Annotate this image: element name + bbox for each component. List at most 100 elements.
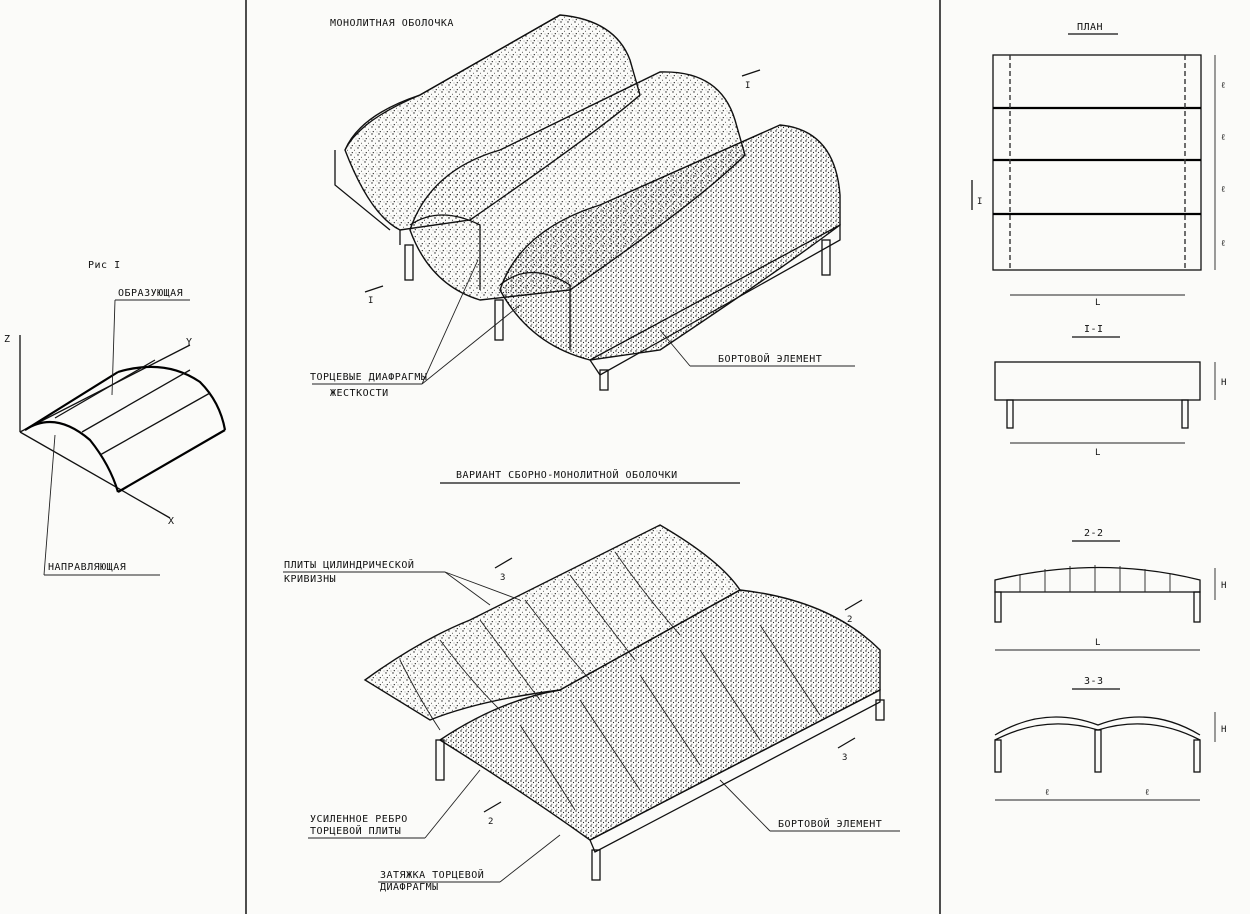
section-1-shell	[994, 361, 1201, 401]
rib-label-2: ТОРЦЕВОЙ ПЛИТЫ	[310, 824, 401, 837]
generatrix-leader	[111, 299, 116, 396]
plan-section-mark-label: I	[977, 197, 982, 207]
generatrix-label: ОБРАЗУЮЩАЯ	[118, 288, 183, 299]
fig1-cylinder-diagram: Рис I Z Y X ОБРАЗУЮЩАЯ НАПРАВЛЯЮЩАЯ	[4, 260, 227, 576]
end-diaphragm-3	[499, 272, 571, 350]
section-mark-3-top-label: 3	[500, 573, 505, 583]
z-axis-label: Z	[4, 334, 11, 345]
precast-edge-leader	[719, 779, 771, 832]
monolithic-shell-drawing: МОНОЛИТНАЯ ОБОЛОЧКА I I ТОРЦЕВЫЕ ДИАФРАГ…	[310, 14, 855, 399]
precast-column-3	[875, 699, 885, 721]
section-mark-2-top	[844, 599, 863, 611]
column-4	[821, 239, 831, 276]
precast-edge-label: БОРТОВОЙ ЭЛЕМЕНТ	[778, 817, 882, 830]
slab-joint-8	[579, 699, 641, 791]
tie-label-2: ДИАФРАГМЫ	[380, 882, 439, 893]
precast-edge-beam	[589, 688, 881, 853]
end-diaphragm-2	[409, 214, 481, 290]
edge-element-leader	[659, 329, 691, 367]
column-2	[494, 299, 504, 341]
surface-edge-left	[24, 371, 119, 431]
edge-element-label: БОРТОВОЙ ЭЛЕМЕНТ	[718, 352, 822, 365]
monolithic-title: МОНОЛИТНАЯ ОБОЛОЧКА	[330, 18, 454, 29]
plan-title: ПЛАН	[1077, 22, 1103, 33]
slabs-label-2: КРИВИЗНЫ	[284, 574, 336, 585]
section-3-column-left	[994, 739, 1002, 773]
precast-title: ВАРИАНТ СБОРНО-МОНОЛИТНОЙ ОБОЛОЧКИ	[456, 468, 678, 481]
section-3-3: 3-3 ℓ ℓ H	[994, 676, 1226, 801]
section-mark-2-bottom-label: 2	[488, 817, 493, 827]
slab-joint-9	[639, 674, 701, 766]
slab-joint-1	[399, 659, 441, 731]
diaphragm-leader-2	[421, 259, 479, 385]
slab-joint-10	[699, 649, 761, 741]
precast-column-2	[591, 849, 601, 881]
column-1	[404, 244, 414, 281]
fig1-caption: Рис I	[88, 260, 121, 271]
section-2-height-label: H	[1221, 581, 1226, 591]
barrel-3	[499, 124, 841, 361]
section-1-span-label: L	[1095, 448, 1100, 458]
slab-joint-11	[759, 624, 821, 716]
plan-view: ПЛАН ℓ ℓ ℓ ℓ L I	[971, 22, 1225, 308]
directrix-far-arc	[117, 365, 227, 431]
section-2-title: 2-2	[1084, 528, 1104, 539]
section-1-height-label: H	[1221, 378, 1226, 388]
section-mark-top	[741, 69, 761, 77]
generatrix-line-1	[54, 359, 156, 419]
section-mark-3-top	[494, 557, 513, 569]
x-axis-label: X	[168, 516, 175, 527]
section-mark-bottom-label: I	[368, 296, 373, 306]
section-mark-2-top-label: 2	[847, 615, 852, 625]
plan-bay-label-1: ℓ	[1221, 81, 1225, 91]
section-mark-2-bottom	[483, 801, 502, 813]
precast-barrel-back	[363, 524, 742, 721]
column-3	[599, 369, 609, 391]
y-axis-label: Y	[186, 337, 193, 348]
plan-bay-label-4: ℓ	[1221, 239, 1225, 249]
tie-label-1: ЗАТЯЖКА ТОРЦЕВОЙ	[380, 868, 484, 881]
section-mark-3-bottom-label: 3	[842, 753, 847, 763]
section-1-column-left	[1006, 399, 1014, 429]
section-2-column-left	[994, 591, 1002, 623]
section-1-column-right	[1181, 399, 1189, 429]
section-1-1: I-I L H	[994, 324, 1226, 458]
x-axis	[19, 431, 171, 519]
plan-bay-label-2: ℓ	[1221, 133, 1225, 143]
slabs-leader-2	[444, 571, 491, 606]
generatrix-line-3	[99, 392, 211, 456]
rib-label-1: УСИЛЕННОЕ РЕБРО	[310, 814, 408, 825]
rib-leader	[424, 769, 481, 839]
barrel-1-crest	[344, 14, 561, 151]
section-3-span-label-right: ℓ	[1145, 788, 1149, 798]
section-1-title: I-I	[1084, 324, 1104, 335]
directrix-label: НАПРАВЛЯЮЩАЯ	[48, 562, 126, 573]
diaphragm-label-2: ЖЕСТКОСТИ	[330, 388, 389, 399]
section-3-span-label-left: ℓ	[1045, 788, 1049, 798]
generatrix-line-2	[81, 369, 191, 433]
diaphragm-label-1: ТОРЦЕВЫЕ ДИАФРАГМЫ	[310, 372, 427, 383]
tie-leader	[499, 834, 561, 883]
section-3-shell-bottom	[994, 723, 1201, 741]
section-2-span-label: L	[1095, 638, 1100, 648]
precast-barrel-front	[438, 589, 881, 841]
slabs-label-1: ПЛИТЫ ЦИЛИНДРИЧЕСКОЙ	[284, 558, 414, 571]
section-2-shell	[994, 566, 1201, 593]
section-3-column-mid	[1094, 729, 1102, 773]
diaphragm-leader-1	[421, 304, 521, 385]
section-3-column-right	[1193, 739, 1201, 773]
plan-outline	[992, 54, 1202, 271]
slab-joint-2	[439, 639, 501, 711]
slab-joint-3	[479, 619, 541, 701]
section-2-2: 2-2 L H	[994, 528, 1226, 651]
section-2-ribs	[1019, 565, 1171, 592]
precast-shell-drawing: ВАРИАНТ СБОРНО-МОНОЛИТНОЙ ОБОЛОЧКИ 3 2 3…	[283, 468, 900, 893]
precast-column-1	[435, 739, 445, 781]
plan-bay-label-3: ℓ	[1221, 185, 1225, 195]
slab-joint-6	[614, 551, 681, 636]
section-mark-bottom	[364, 285, 384, 293]
surface-edge-right	[117, 429, 226, 493]
section-3-shell-top	[994, 716, 1201, 736]
